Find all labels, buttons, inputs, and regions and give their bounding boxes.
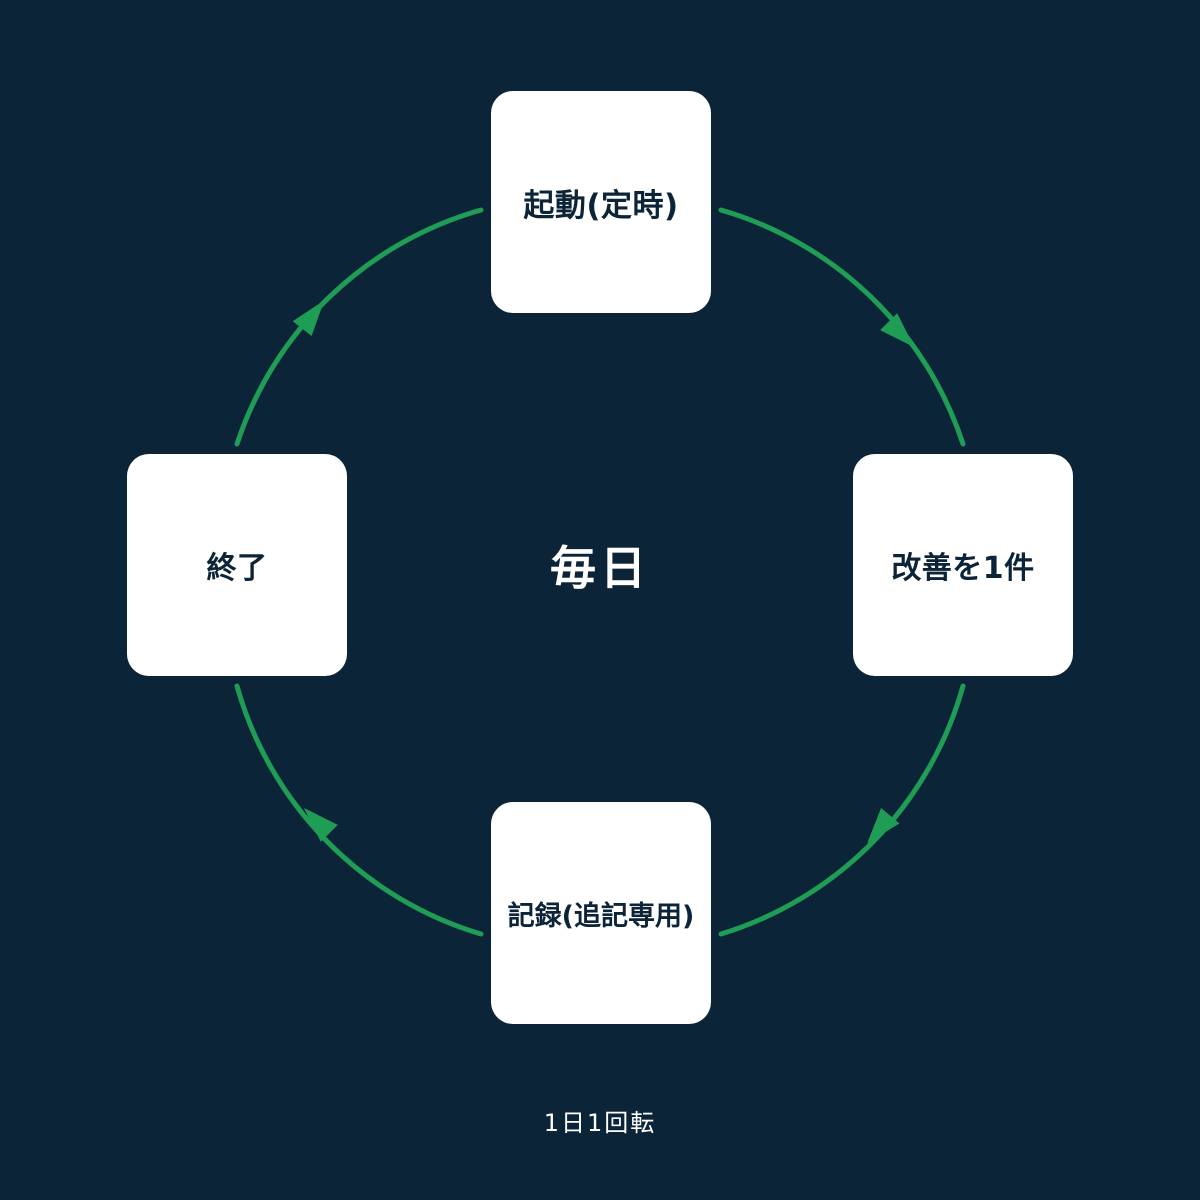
step-record-node: 記録(追記専用)	[491, 802, 711, 1024]
arrow-right-to-bottom	[718, 683, 966, 937]
step-end-label: 終了	[206, 551, 268, 586]
step-improve-node: 改善を1件	[853, 454, 1073, 676]
arrowhead-bottom	[867, 808, 900, 844]
step-start-label: 起動(定時)	[523, 187, 679, 224]
arrow-bottom-to-left	[234, 683, 484, 937]
step-improve-label: 改善を1件	[891, 551, 1035, 586]
arrow-left-to-top	[234, 207, 484, 447]
step-end-node: 終了	[127, 454, 347, 676]
arrow-top-to-right	[718, 207, 966, 447]
arrowhead-left	[303, 807, 338, 842]
step-record-label: 記録(追記専用)	[507, 900, 695, 932]
arrowhead-top	[292, 300, 325, 336]
center-label: 毎日	[550, 541, 650, 595]
diagram-caption: 1日1回転	[543, 1108, 657, 1137]
step-start-node: 起動(定時)	[491, 91, 711, 313]
